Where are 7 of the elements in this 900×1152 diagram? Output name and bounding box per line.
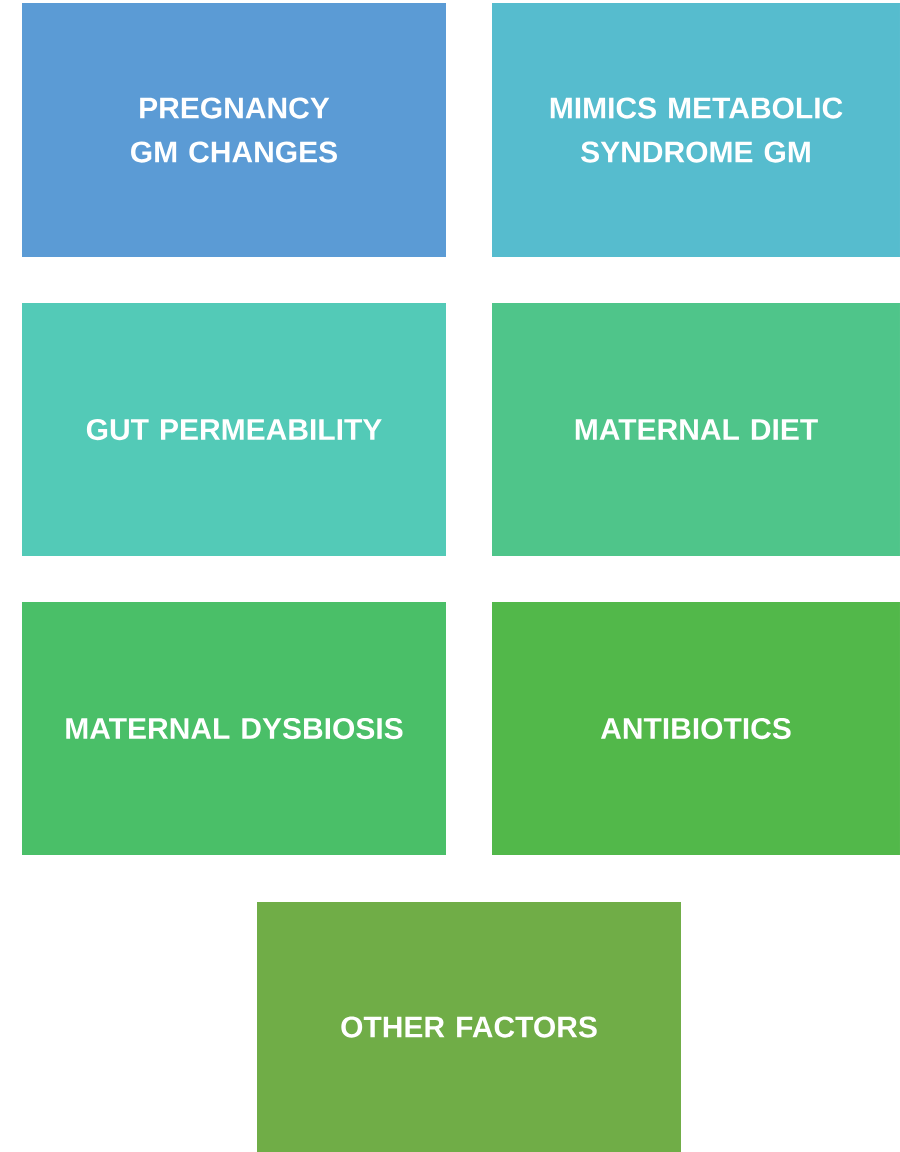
factor-box: OTHER FACTORS [257, 902, 681, 1152]
factor-box: MATERNAL DIET [492, 303, 900, 556]
factor-box: MIMICS METABOLIC SYNDROME GM [492, 3, 900, 257]
factor-box: MATERNAL DYSBIOSIS [22, 602, 446, 855]
factor-box: ANTIBIOTICS [492, 602, 900, 855]
factor-box: PREGNANCY GM CHANGES [22, 3, 446, 257]
factor-box: GUT PERMEABILITY [22, 303, 446, 556]
